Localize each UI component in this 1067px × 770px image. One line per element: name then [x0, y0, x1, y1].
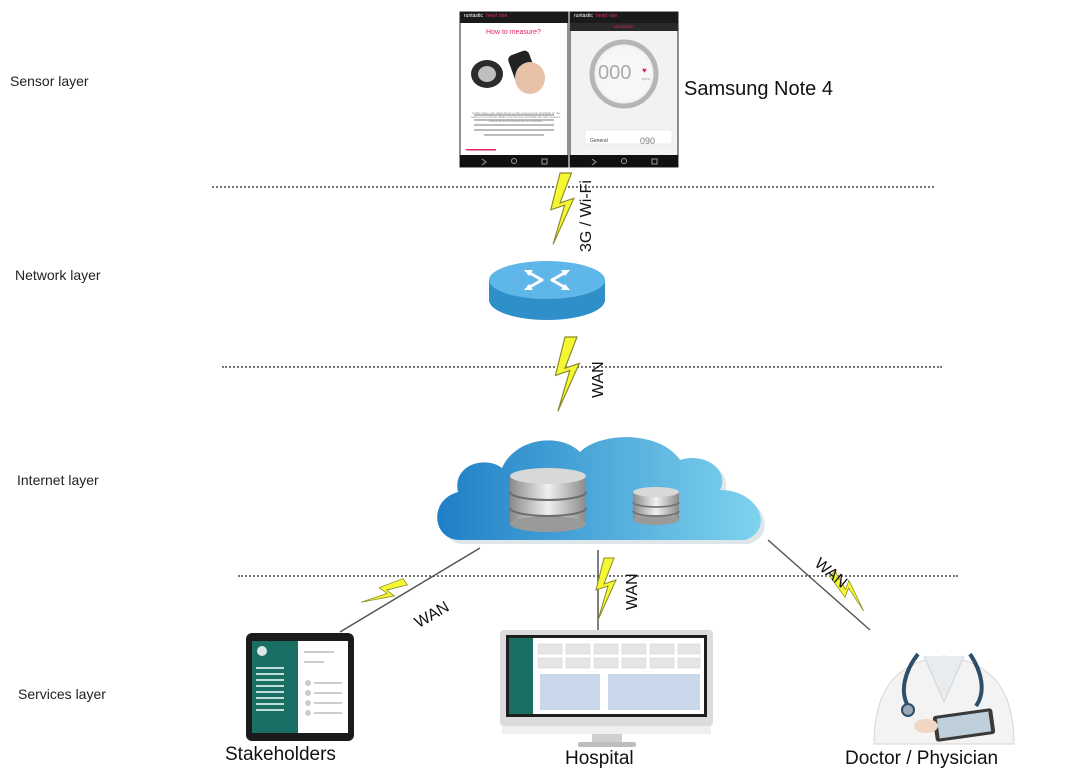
- doctor-caption: Doctor / Physician: [845, 748, 999, 769]
- hospital-monitor-image: [500, 630, 713, 747]
- left-screen-app-sub: heart rate: [486, 13, 508, 19]
- sensor-layer-label: Sensor layer: [10, 73, 89, 89]
- sensor-phone-image: [459, 11, 679, 168]
- router-icon: [489, 261, 605, 320]
- sensor-device-name: Samsung Note 4: [684, 78, 833, 100]
- heart-rate-reading: 000: [598, 62, 632, 84]
- network-layer-label: Network layer: [15, 267, 101, 283]
- separator-sensor-network: [212, 186, 934, 188]
- left-screen-instructions: Lightly place your index finger on the c…: [471, 111, 561, 123]
- profile-label: General: [590, 138, 608, 144]
- internet-layer-label: Internet layer: [17, 472, 99, 488]
- profile-value: 090: [640, 136, 656, 146]
- right-screen-app-sub: heart rate: [596, 13, 618, 19]
- cloud-database-icon: [437, 437, 765, 544]
- stakeholders-caption: Stakeholders: [225, 744, 336, 765]
- link-label-wan-hospital: WAN: [624, 573, 641, 610]
- right-screen-app-name: runtastic: [574, 13, 593, 19]
- lightning-hospital: [595, 557, 617, 621]
- services-layer-label: Services layer: [18, 686, 106, 702]
- heart-rate-unit: bpm: [642, 76, 650, 81]
- left-screen-title: How to measure?: [486, 29, 541, 36]
- stakeholders-tablet-image: [246, 633, 354, 741]
- heart-icon: ♥: [642, 66, 647, 75]
- separator-network-internet: [222, 366, 942, 368]
- left-screen-app-name: runtastic: [464, 13, 483, 19]
- right-screen-tab: MEASURE: [614, 24, 634, 29]
- hospital-caption: Hospital: [565, 748, 634, 769]
- doctor-image: [873, 652, 1015, 745]
